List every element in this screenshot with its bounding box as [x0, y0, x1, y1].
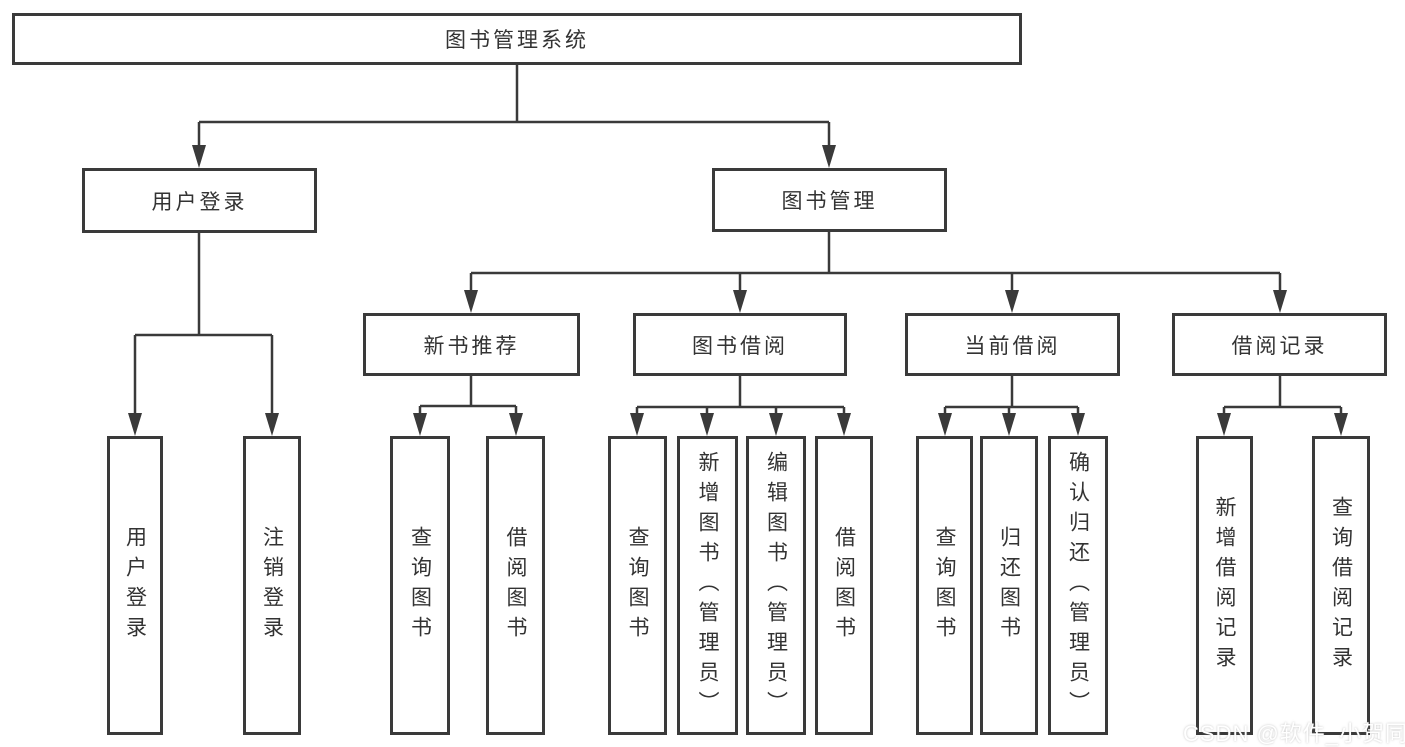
connector-book-management-children — [469, 232, 1282, 291]
node-label: 新增图书（管理员） — [696, 450, 719, 721]
node-logout-leaf: 注销登录 — [243, 436, 301, 735]
connector-root-to-level2 — [197, 62, 831, 146]
node-label: 用户登录 — [123, 525, 147, 646]
node-query-books-current: 查询图书 — [916, 436, 973, 735]
node-label: 确认归还（管理员） — [1066, 450, 1090, 721]
node-book-management: 图书管理 — [712, 168, 947, 232]
node-label: 新增借阅记录 — [1213, 495, 1236, 676]
node-label: 查询图书 — [408, 525, 432, 646]
connector-current-borrow-children — [943, 376, 1080, 414]
watermark: CSDN @软件_小贺同学 — [1183, 721, 1405, 746]
node-label: 借阅图书 — [832, 525, 856, 646]
node-label: 归还图书 — [997, 525, 1021, 646]
node-book-borrow: 图书借阅 — [633, 313, 847, 376]
node-user-login-leaf: 用户登录 — [107, 436, 163, 735]
node-user-login: 用户登录 — [82, 168, 317, 233]
node-query-borrow-record: 查询借阅记录 — [1312, 436, 1370, 735]
node-label: 查询图书 — [626, 525, 649, 646]
node-borrow-books-recommend: 借阅图书 — [486, 436, 545, 735]
node-borrow-books: 借阅图书 — [815, 436, 873, 735]
node-borrow-records: 借阅记录 — [1172, 313, 1387, 376]
node-new-book-recommend: 新书推荐 — [363, 313, 580, 376]
node-label: 注销登录 — [260, 525, 284, 646]
arrowheads — [128, 145, 1348, 436]
node-query-books-borrow: 查询图书 — [608, 436, 667, 735]
connector-user-login-children — [133, 233, 274, 414]
node-add-books-admin: 新增图书（管理员） — [677, 436, 738, 735]
node-return-books: 归还图书 — [980, 436, 1038, 735]
node-label: 编辑图书（管理员） — [764, 450, 788, 721]
node-current-borrow: 当前借阅 — [905, 313, 1120, 376]
connector-book-borrow-children — [635, 376, 846, 414]
node-root: 图书管理系统 — [12, 13, 1022, 65]
node-query-books-recommend: 查询图书 — [390, 436, 450, 735]
node-add-borrow-record: 新增借阅记录 — [1196, 436, 1253, 735]
node-label: 借阅图书 — [504, 525, 527, 646]
node-label: 查询借阅记录 — [1329, 495, 1353, 676]
connector-new-book-recommend-children — [418, 376, 518, 414]
node-confirm-return-admin: 确认归还（管理员） — [1048, 436, 1108, 735]
connector-borrow-records-children — [1222, 376, 1343, 414]
node-label: 查询图书 — [933, 525, 956, 646]
node-edit-books-admin: 编辑图书（管理员） — [746, 436, 806, 735]
